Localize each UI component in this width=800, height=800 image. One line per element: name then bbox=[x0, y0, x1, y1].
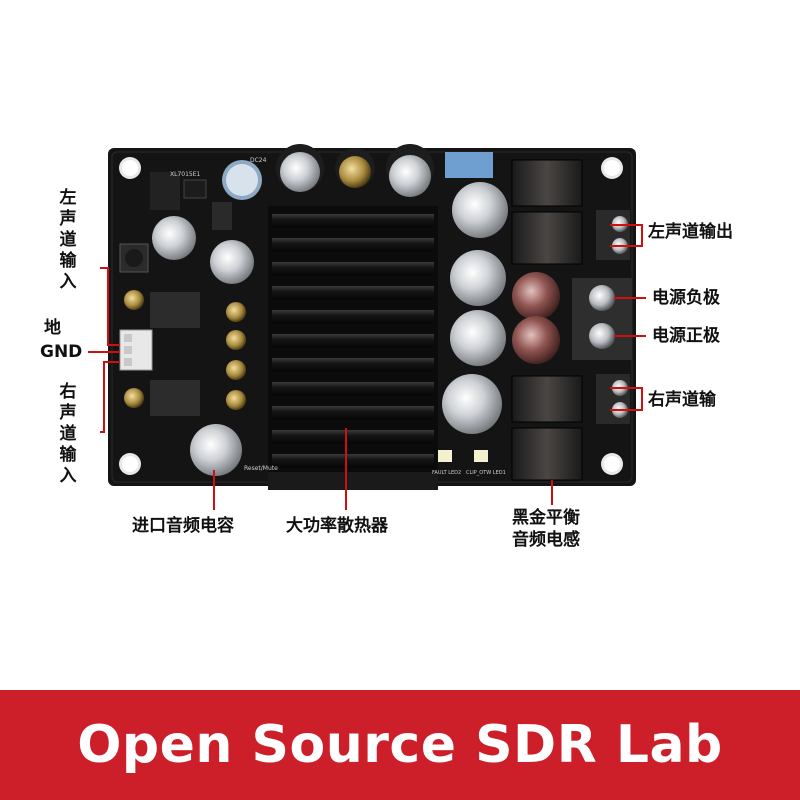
label-ground-en: GND bbox=[40, 342, 83, 362]
label-inductor-line1: 黑金平衡 bbox=[512, 508, 580, 528]
silk-dc-label: DC24 bbox=[250, 157, 267, 164]
power-capacitors bbox=[442, 182, 560, 434]
input-connector bbox=[119, 329, 153, 371]
power-terminals bbox=[572, 278, 632, 360]
silk-chip-label: XL7015E1 bbox=[170, 171, 201, 178]
label-right-output: 右声道输 bbox=[648, 390, 716, 410]
pointer-lines bbox=[88, 224, 646, 510]
brand-banner: Open Source SDR Lab bbox=[0, 690, 800, 800]
power-regulator-area bbox=[119, 172, 232, 273]
label-input-capacitor: 进口音频电容 bbox=[132, 516, 234, 536]
brand-banner-text: Open Source SDR Lab bbox=[77, 715, 723, 775]
left-capacitors bbox=[152, 216, 254, 476]
label-left-output: 左声道输出 bbox=[648, 222, 733, 242]
heatsink bbox=[268, 206, 438, 490]
label-ground-cn: 地 bbox=[44, 318, 61, 338]
label-power-negative: 电源负极 bbox=[652, 288, 720, 308]
label-left-input: 左声道输入 bbox=[59, 188, 77, 292]
small-capacitor bbox=[222, 160, 262, 200]
top-capacitors bbox=[276, 144, 493, 197]
label-inductor-line2: 音频电感 bbox=[512, 530, 580, 550]
status-leds bbox=[438, 450, 488, 462]
label-right-input: 右声道输入 bbox=[59, 382, 77, 486]
label-power-positive: 电源正极 bbox=[652, 326, 720, 346]
mounting-holes bbox=[119, 157, 623, 475]
film-capacitors bbox=[226, 302, 246, 410]
silk-fault-led: FAULT LED2 bbox=[432, 470, 461, 476]
silk-clip-led: CLIP_OTW LED1 bbox=[466, 470, 506, 476]
inductors bbox=[511, 159, 583, 481]
opamp-chips bbox=[124, 290, 200, 416]
label-heatsink: 大功率散热器 bbox=[286, 516, 388, 536]
silk-reset-mute: Reset/Mute bbox=[244, 465, 278, 472]
